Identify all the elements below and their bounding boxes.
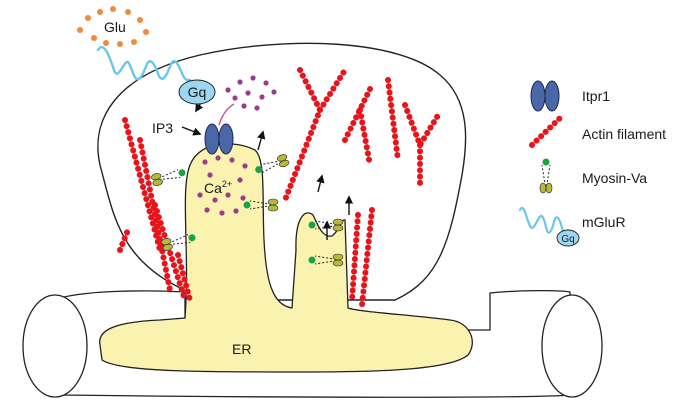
- legend-label-itpr1: Itpr1: [582, 88, 610, 104]
- legend-label-mglur: mGluR: [582, 214, 626, 230]
- legend-item-mglur: Gq mGluR: [520, 208, 626, 246]
- ca-label-charge: 2+: [222, 179, 232, 189]
- glu-label: Glu: [104, 19, 126, 35]
- spine-head: [98, 43, 466, 300]
- legend-mglur-gq-badge: Gq: [561, 234, 574, 245]
- er-label: ER: [232, 341, 251, 357]
- legend-label-actin: Actin filament: [582, 126, 666, 142]
- actin-filament-icon: [532, 118, 560, 145]
- itpr1-channel-icon: [531, 81, 559, 111]
- ip3-label: IP3: [152, 120, 173, 136]
- legend: Itpr1 Actin filament Myosin-Va Gq mGluR: [520, 81, 666, 246]
- gq-label: Gq: [188, 84, 207, 100]
- myosin-va-icon: [540, 159, 552, 194]
- gq-protein: Gq: [179, 80, 215, 104]
- legend-label-myosin: Myosin-Va: [582, 170, 647, 186]
- dendrite-left-end: [23, 295, 87, 397]
- legend-item-myosin: Myosin-Va: [540, 159, 647, 194]
- dendrite-right-end: [542, 295, 602, 397]
- legend-item-itpr1: Itpr1: [531, 81, 610, 111]
- ca-label-base: Ca: [204, 180, 222, 196]
- mglur-receptor-icon: Gq: [520, 208, 579, 246]
- legend-item-actin: Actin filament: [532, 118, 666, 145]
